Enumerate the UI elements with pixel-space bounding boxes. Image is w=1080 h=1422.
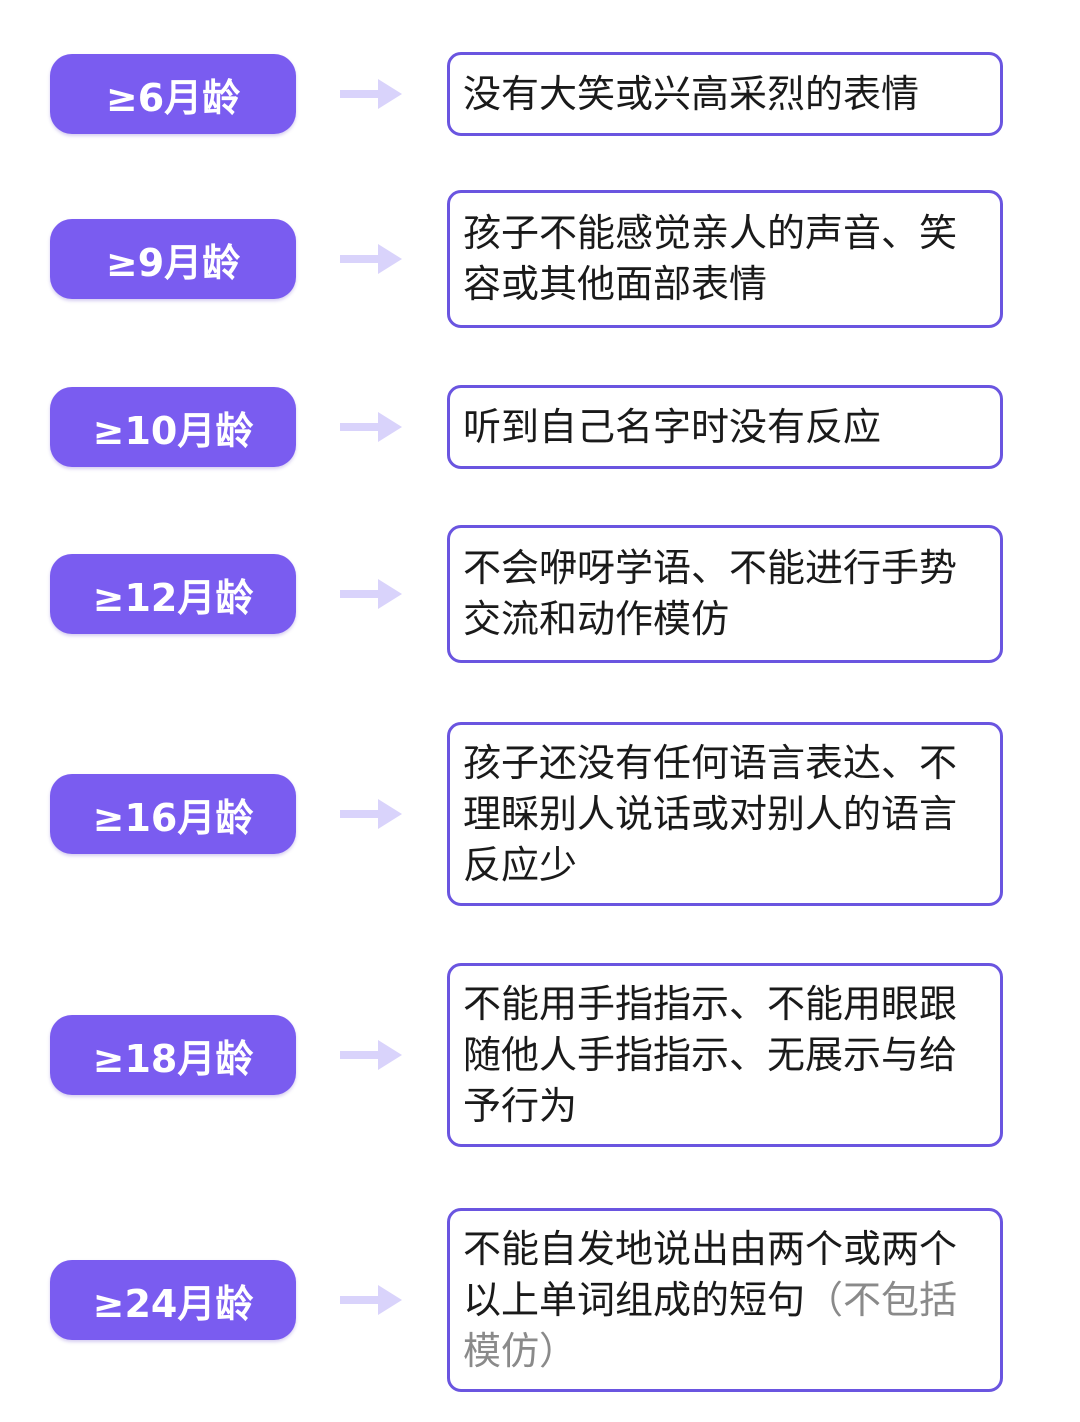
milestone-description: 孩子不能感觉亲人的声音、笑 容或其他面部表情	[463, 211, 958, 306]
age-badge: ≥10月龄	[50, 387, 296, 467]
milestone-row: ≥10月龄 听到自己名字时没有反应	[0, 385, 1080, 469]
milestone-row: ≥16月龄 孩子还没有任何语言表达、不 理睬别人说话或对别人的语言 反应少	[0, 722, 1080, 906]
milestone-description-note: （不包括 模仿）	[463, 1277, 958, 1373]
milestone-description-box: 不能用手指指示、不能用眼跟 随他人手指指示、无展示与给 予行为	[447, 963, 1003, 1147]
milestone-description: 不能自发地说出由两个或两个 以上单词组成的短句（不包括 模仿）	[463, 1224, 957, 1377]
right-arrow-icon	[340, 1040, 402, 1070]
age-badge: ≥6月龄	[50, 54, 296, 134]
age-badge: ≥18月龄	[50, 1015, 296, 1095]
milestone-row: ≥6月龄 没有大笑或兴高采烈的表情	[0, 52, 1080, 136]
milestone-row: ≥24月龄 不能自发地说出由两个或两个 以上单词组成的短句（不包括 模仿）	[0, 1208, 1080, 1392]
right-arrow-icon	[340, 244, 402, 274]
right-arrow-icon	[340, 799, 402, 829]
age-badge: ≥24月龄	[50, 1260, 296, 1340]
milestone-description-box: 孩子不能感觉亲人的声音、笑 容或其他面部表情	[447, 190, 1003, 328]
milestone-row: ≥12月龄 不会咿呀学语、不能进行手势 交流和动作模仿	[0, 525, 1080, 663]
milestone-description-main: 不能自发地说出由两个或两个 以上单词组成的短句	[463, 1226, 958, 1322]
milestone-description: 听到自己名字时没有反应	[463, 404, 882, 449]
age-badge: ≥9月龄	[50, 219, 296, 299]
milestone-description: 没有大笑或兴高采烈的表情	[463, 71, 920, 116]
right-arrow-icon	[340, 1285, 402, 1315]
milestone-description-box: 不会咿呀学语、不能进行手势 交流和动作模仿	[447, 525, 1003, 663]
right-arrow-icon	[340, 412, 402, 442]
right-arrow-icon	[340, 579, 402, 609]
age-badge: ≥16月龄	[50, 774, 296, 854]
milestone-description-box: 没有大笑或兴高采烈的表情	[447, 52, 1003, 136]
age-badge: ≥12月龄	[50, 554, 296, 634]
milestone-description: 孩子还没有任何语言表达、不 理睬别人说话或对别人的语言 反应少	[463, 740, 958, 887]
milestone-description: 不会咿呀学语、不能进行手势 交流和动作模仿	[463, 546, 958, 641]
milestone-description: 不能用手指指示、不能用眼跟 随他人手指指示、无展示与给 予行为	[463, 981, 958, 1128]
milestone-description-box: 孩子还没有任何语言表达、不 理睬别人说话或对别人的语言 反应少	[447, 722, 1003, 906]
right-arrow-icon	[340, 79, 402, 109]
milestone-description-box: 听到自己名字时没有反应	[447, 385, 1003, 469]
milestone-description-box: 不能自发地说出由两个或两个 以上单词组成的短句（不包括 模仿）	[447, 1208, 1003, 1392]
milestone-row: ≥9月龄 孩子不能感觉亲人的声音、笑 容或其他面部表情	[0, 190, 1080, 328]
milestone-row: ≥18月龄 不能用手指指示、不能用眼跟 随他人手指指示、无展示与给 予行为	[0, 963, 1080, 1147]
